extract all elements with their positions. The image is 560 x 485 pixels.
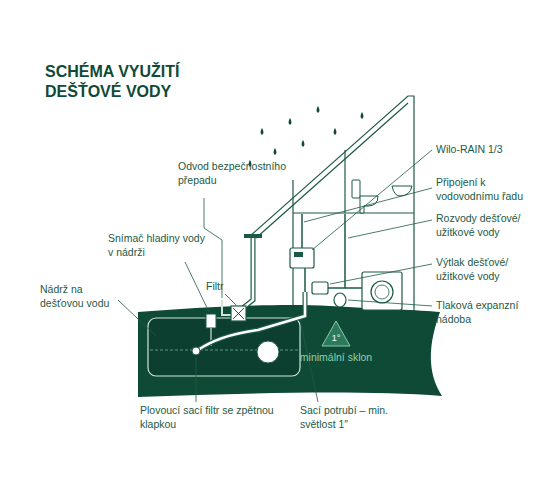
wilo-rain-unit (290, 214, 362, 294)
callout-label: Výtlak dešťové/ užitkové vody (436, 256, 546, 284)
house-outline (250, 96, 414, 312)
slope-angle: 1° (296, 320, 376, 347)
callout-label: Připojení k vodovodnímu řadu (436, 176, 546, 204)
expansion-vessel (334, 293, 346, 307)
callout-label: Filtr (206, 280, 246, 294)
callout-label: Nádrž na dešťovou vodu (40, 283, 126, 311)
callout-label: Rozvody dešťové/ užitkové vody (436, 212, 546, 240)
callout-label: Wilo-RAIN 1/3 (436, 143, 546, 157)
leader-lines (118, 150, 432, 402)
slope-marker: 1° minimální sklon (296, 320, 376, 364)
callout-label: Snímač hladiny vody v nádrži (108, 232, 208, 260)
callout-label: Tlaková expanzní nádoba (436, 299, 546, 327)
callout-label: Plovoucí sací filtr se zpětnou klapkou (140, 404, 280, 432)
sanitary (352, 180, 412, 213)
callout-label: Odvod bezpečnostního přepadu (178, 160, 288, 188)
suction-pipe (192, 292, 305, 355)
filter (231, 306, 246, 321)
slope-caption: minimální sklon (296, 351, 376, 364)
washing-machine (362, 272, 402, 310)
downpipe (238, 236, 262, 312)
diagram-title: SCHÉMA VYUŽITÍ DEŠŤOVÉ VODY (45, 62, 195, 102)
shaft (257, 341, 279, 363)
callout-label: Sací potrubí – min. světlost 1″ (300, 404, 424, 432)
